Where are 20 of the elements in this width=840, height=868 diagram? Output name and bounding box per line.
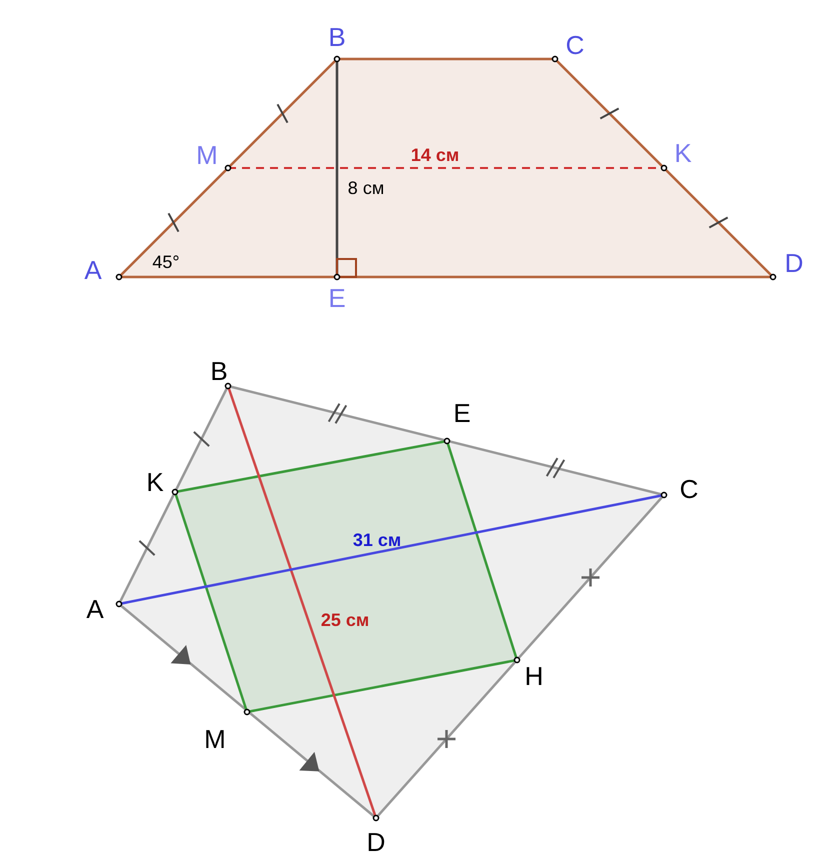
- point-label: M: [204, 726, 226, 752]
- point-label: E: [328, 285, 346, 311]
- measure-label: 31 см: [352, 531, 402, 549]
- measure-label: 25 см: [320, 611, 370, 629]
- measure-label: 14 см: [410, 146, 460, 164]
- point-label: A: [86, 596, 104, 622]
- point-label: M: [196, 142, 218, 168]
- point-label: D: [784, 250, 804, 276]
- point-label: D: [366, 829, 386, 855]
- measure-label: 8 см: [348, 179, 384, 197]
- point-label: B: [328, 24, 346, 50]
- point-label: C: [680, 476, 698, 502]
- point-label: C: [566, 32, 584, 58]
- angle-label: 45°: [152, 253, 180, 271]
- point-label: K: [674, 140, 692, 166]
- point-label: K: [146, 469, 164, 495]
- point-label: A: [84, 257, 102, 283]
- point-label: B: [210, 358, 228, 384]
- point-label: H: [524, 663, 544, 689]
- point-label: E: [453, 400, 471, 426]
